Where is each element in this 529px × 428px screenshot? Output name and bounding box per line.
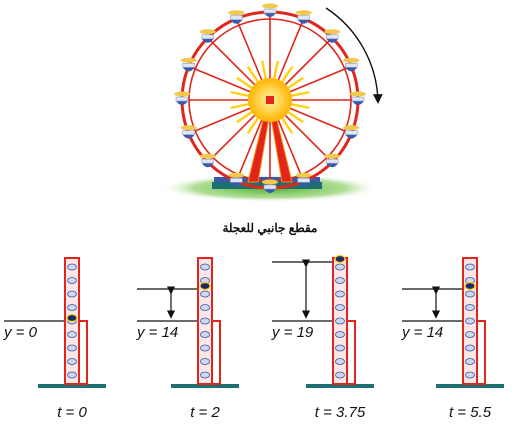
gondola xyxy=(336,264,345,270)
tracked-gondola xyxy=(465,283,475,290)
gondola xyxy=(201,318,210,324)
rotation-arrow xyxy=(326,8,378,102)
gondola xyxy=(466,264,475,270)
side-view-panel: y = 0 t = 0 xyxy=(3,258,106,421)
gondola xyxy=(68,359,77,365)
gondola xyxy=(336,372,345,378)
tracked-gondola xyxy=(335,256,345,263)
gondola xyxy=(68,332,77,338)
gondola xyxy=(466,318,475,324)
t-value-label: t = 5.5 xyxy=(449,404,492,421)
gondola xyxy=(324,29,340,43)
gondola xyxy=(336,305,345,311)
gondola xyxy=(466,345,475,351)
gondola xyxy=(262,4,278,18)
gondola xyxy=(201,305,210,311)
gondola xyxy=(336,318,345,324)
gondola xyxy=(68,278,77,284)
gondola xyxy=(343,125,359,139)
gondola xyxy=(201,291,210,297)
wheel-caption: مقطع جانبي للعجلة xyxy=(222,221,317,236)
gondola xyxy=(174,92,190,106)
y-value-label: y = 14 xyxy=(401,324,443,341)
gondola xyxy=(68,345,77,351)
side-view-panel: y = 14 t = 5.5 xyxy=(401,258,504,421)
side-view-panels: y = 0t = 0y = 14t = 2y = 19t = 3.75y = 1… xyxy=(3,256,504,422)
gondola xyxy=(68,305,77,311)
gondola xyxy=(350,92,366,106)
gondola xyxy=(466,305,475,311)
gondola xyxy=(336,291,345,297)
gondola xyxy=(466,291,475,297)
gondola xyxy=(200,154,216,168)
gondola xyxy=(336,278,345,284)
gondola xyxy=(68,372,77,378)
tracked-gondola xyxy=(67,315,77,322)
ferris-wheel-front-view xyxy=(160,4,380,203)
gondola xyxy=(466,332,475,338)
gondola xyxy=(68,264,77,270)
side-view-panel: y = 14 t = 2 xyxy=(136,258,239,421)
gondola xyxy=(336,359,345,365)
t-value-label: t = 3.75 xyxy=(315,404,366,421)
gondola xyxy=(324,154,340,168)
gondola xyxy=(201,345,210,351)
gondola xyxy=(201,372,210,378)
t-value-label: t = 0 xyxy=(57,404,87,421)
gondola xyxy=(181,125,197,139)
gondola xyxy=(466,372,475,378)
tracked-gondola xyxy=(200,283,210,290)
gondola xyxy=(201,332,210,338)
gondola xyxy=(68,291,77,297)
gondola xyxy=(336,332,345,338)
gondola xyxy=(201,359,210,365)
y-value-label: y = 14 xyxy=(136,324,178,341)
gondola xyxy=(336,345,345,351)
gondola xyxy=(201,264,210,270)
gondola xyxy=(200,29,216,43)
y-value-label: y = 19 xyxy=(271,324,314,341)
side-view-panel: y = 19 t = 3.75 xyxy=(271,256,374,422)
t-value-label: t = 2 xyxy=(190,404,220,421)
y-value-label: y = 0 xyxy=(3,324,38,341)
gondola xyxy=(466,359,475,365)
